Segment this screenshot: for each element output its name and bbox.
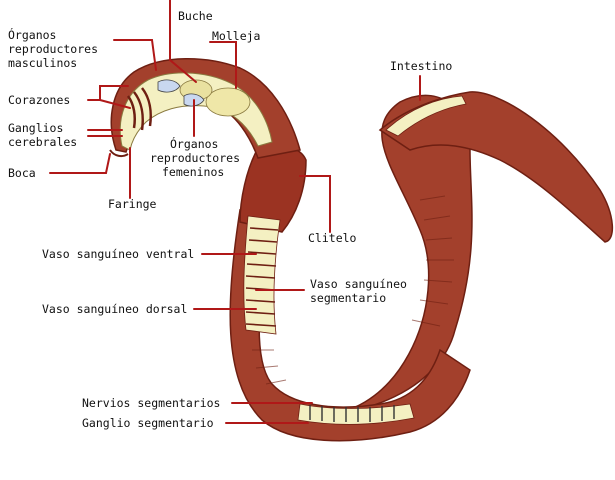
label-intestino: Intestino [390,59,452,73]
label-organos-femeninos-2: reproductores [150,151,240,165]
label-vaso-segmentario-2: segmentario [310,291,386,305]
label-buche: Buche [178,9,213,23]
mouth-shape [109,149,129,158]
intestine-cutaway [385,95,467,137]
label-faringe: Faringe [108,197,157,211]
label-vaso-segmentario-1: Vaso sanguíneo [310,277,407,291]
label-vaso-dorsal: Vaso sanguíneo dorsal [42,302,187,316]
leader-molleja [209,41,237,89]
label-nervios-segmentarios: Nervios segmentarios [82,396,220,410]
label-organos-femeninos-3: femeninos [162,165,224,179]
leader-clitelo [299,175,331,233]
leader-buche [169,0,197,83]
label-ganglios-2: cerebrales [8,135,77,149]
label-ganglios-1: Ganglios [8,121,63,135]
male-organs-shape [157,79,181,93]
leader-corazones [87,85,129,101]
labels: Órganos reproductores masculinos Buche M… [8,9,452,430]
leader-lines [49,0,421,424]
label-organos-masculinos-2: reproductores [8,42,98,56]
leader-corazones-2 [99,99,131,109]
worm-tail [378,91,614,243]
label-molleja: Molleja [212,29,260,43]
leader-boca [49,153,111,174]
vessel-cutaway [243,215,281,335]
segmental-nerves [309,405,395,422]
label-vaso-ventral: Vaso sanguíneo ventral [42,247,194,261]
label-boca: Boca [8,166,36,180]
label-ganglio-segmentario: Ganglio segmentario [82,416,214,430]
gizzard-shape [205,87,251,117]
worm-interior [109,72,467,425]
nerve-cutaway [297,403,415,425]
hearts-shape [126,87,152,131]
label-corazones: Corazones [8,93,70,107]
leader-organos-masc [113,39,157,71]
label-clitelo: Clitelo [308,231,357,245]
label-organos-masculinos-3: masculinos [8,56,77,70]
label-organos-masculinos-1: Órganos [8,27,56,42]
segment-ridges [252,195,454,385]
label-organos-femeninos-1: Órganos [170,136,218,151]
